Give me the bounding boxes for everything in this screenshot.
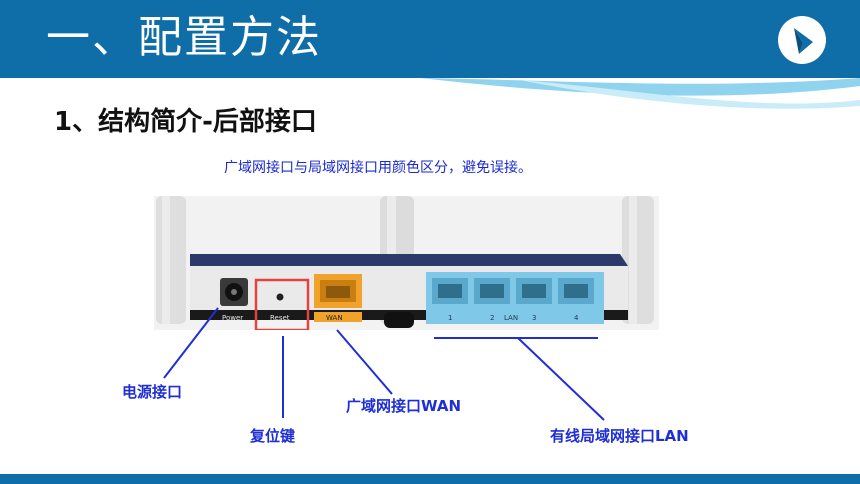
wan-port [314,274,362,308]
header-wave-decoration [0,70,860,109]
port-label-lan-2: 2 [490,314,494,322]
arrow-right-icon [794,28,813,54]
port-label-reset: Reset [270,314,290,322]
callout-power-port: 电源接口 [122,383,183,401]
footer-bar [0,474,860,484]
callout-line-wan [336,329,393,395]
section-heading: 1、结构简介-后部接口 [54,107,317,137]
lan-port-2 [474,278,510,304]
lan-port-3 [516,278,552,304]
port-label-lan: LAN [504,314,518,322]
router-back-panel: Power Reset WAN 1 2 LAN 3 4 [154,196,659,330]
port-label-lan-3: 3 [532,314,536,322]
lan-port-4 [558,278,594,304]
callout-lan-ports: 有线局域网接口LAN [550,427,689,445]
port-label-lan-1: 1 [448,314,452,322]
color-note: 广域网接口与局域网接口用颜色区分，避免误接。 [224,160,532,176]
reset-button [254,278,310,330]
antenna-right [622,196,654,324]
callout-line-power [163,307,219,379]
port-label-power: Power [222,314,243,322]
slide-header: 一、配置方法 [0,0,860,78]
callout-reset-button: 复位键 [250,427,296,445]
port-label-wan: WAN [326,314,343,322]
callout-wan-port: 广域网接口WAN [346,397,462,415]
antenna-left [156,196,186,324]
callout-line-lan [517,337,605,421]
lan-port-1 [432,278,468,304]
port-label-lan-4: 4 [574,314,579,322]
slide-title: 一、配置方法 [46,12,322,63]
next-slide-button[interactable] [778,16,826,64]
power-jack [220,278,248,306]
